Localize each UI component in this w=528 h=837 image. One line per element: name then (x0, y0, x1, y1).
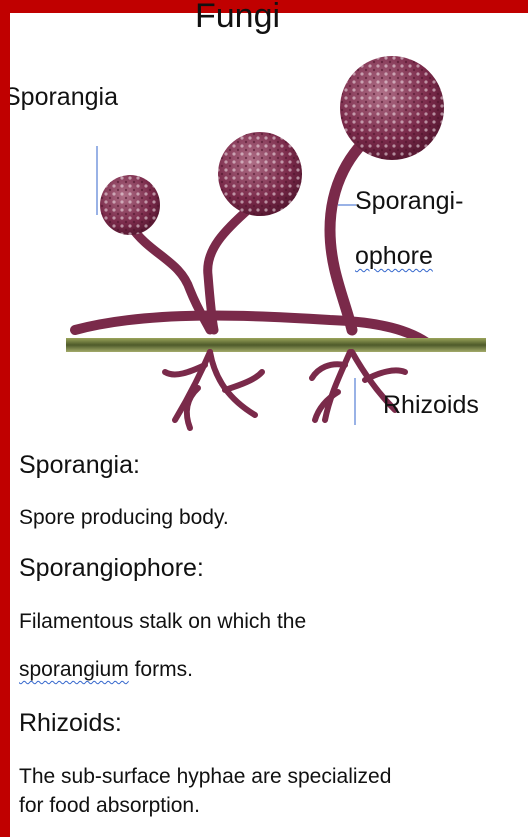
term-sporangiophore: Sporangiophore: (19, 553, 204, 583)
fungus-diagram (0, 0, 528, 440)
term-rhizoids: Rhizoids: (19, 708, 122, 738)
label-sporangiophore-line2: ophore (355, 241, 433, 271)
label-sporangiophore-line1: Sporangi- (355, 186, 463, 216)
label-rhizoids: Rhizoids (383, 390, 479, 420)
definition-rhizoids-line2: for food absorption. (19, 793, 200, 819)
term-sporangia: Sporangia: (19, 450, 140, 480)
definition-sporangiophore-line2: sporangium forms. (19, 657, 193, 683)
definition-sporangia: Spore producing body. (19, 505, 229, 531)
label-sporangia: Sporangia (10, 82, 170, 112)
rhizoids (165, 352, 405, 428)
definition-rhizoids-line1: The sub-surface hyphae are specialized (19, 764, 391, 790)
substrate (66, 338, 486, 352)
definition-sporangiophore-line1: Filamentous stalk on which the (19, 609, 306, 635)
